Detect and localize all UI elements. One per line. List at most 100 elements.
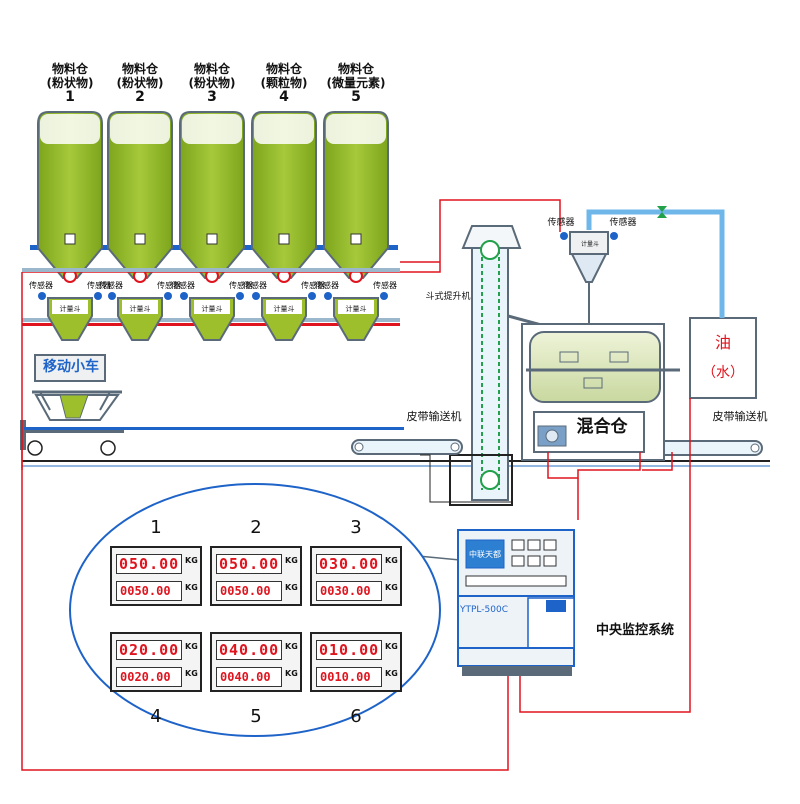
hopper-label-4: 计量斗 — [273, 305, 295, 313]
display-number-2: 2 — [250, 517, 262, 538]
sensor-label-3-1: 传感器 — [171, 281, 195, 290]
belt-conveyor-right — [651, 440, 763, 456]
set-weight-unit: KG — [285, 556, 298, 565]
actual-weight-value: 0030.00 — [316, 581, 382, 601]
mixer-label: 混合仓 — [576, 417, 628, 437]
silo-material-type: (粉状物) — [116, 76, 164, 90]
controller-logo: 中联天都 — [469, 550, 501, 559]
actual-weight-value: 0050.00 — [216, 581, 282, 601]
display-number-4: 4 — [150, 706, 162, 727]
bucket-elevator-label: 斗式提升机 — [425, 292, 471, 302]
sensor-label-4-1: 传感器 — [243, 281, 267, 290]
silo-material-type: (颗粒物) — [260, 76, 308, 90]
silo-number: 4 — [279, 89, 289, 105]
belt-conveyor-left-label: 皮带输送机 — [406, 410, 462, 423]
silo-3 — [179, 111, 245, 279]
silo-label-5: 物料仓(微量元素)5 — [321, 62, 391, 104]
hopper-label-1: 计量斗 — [59, 305, 81, 313]
silo-4 — [251, 111, 317, 279]
load-cell-1-1 — [38, 292, 46, 300]
actual-weight-value: 0020.00 — [116, 667, 182, 687]
silo-number: 1 — [65, 89, 75, 105]
oil-pipe — [586, 209, 725, 318]
silo-top-4 — [254, 114, 314, 144]
silo-number: 5 — [351, 89, 361, 105]
display-number-1: 1 — [150, 517, 162, 538]
actual-weight-unit: KG — [185, 583, 198, 592]
weight-display-3: 030.00 KG 0030.00 KG — [310, 546, 402, 606]
central-controller — [457, 529, 575, 676]
silo-valve-5 — [350, 233, 362, 245]
oil-tank-sub-label: （水） — [702, 365, 744, 381]
silo-material-type: (粉状物) — [46, 76, 94, 90]
weigh-hopper-window-1 — [52, 300, 88, 314]
silo-material-type: (粉状物) — [188, 76, 236, 90]
load-cell-5-1 — [324, 292, 332, 300]
silo-label-3: 物料仓(粉状物)3 — [177, 62, 247, 104]
weight-display-4: 020.00 KG 0020.00 KG — [110, 632, 202, 692]
set-weight-value: 020.00 — [116, 640, 182, 660]
silo-label-4: 物料仓(颗粒物)4 — [249, 62, 319, 104]
actual-weight-unit: KG — [285, 669, 298, 678]
silo-number: 3 — [207, 89, 217, 105]
load-cell-1-2 — [94, 292, 102, 300]
silo-label-1: 物料仓(粉状物)1 — [35, 62, 105, 104]
weigh-hopper-window-2 — [122, 300, 158, 314]
callout-connector — [417, 555, 461, 561]
sensor-label-2-2: 传感器 — [157, 281, 181, 290]
sensor-label-4-2: 传感器 — [301, 281, 325, 290]
signal-wiring — [21, 199, 691, 771]
belt-conveyor-right-label: 皮带输送机 — [712, 410, 768, 423]
actual-weight-unit: KG — [185, 669, 198, 678]
silo-name: 物料仓 — [337, 62, 374, 76]
hopper-label-5: 计量斗 — [345, 305, 367, 313]
sensor-label-5-1: 传感器 — [315, 281, 339, 290]
display-number-6: 6 — [350, 706, 362, 727]
silo-valve-3 — [206, 233, 218, 245]
silo-group — [30, 111, 398, 283]
actual-weight-value: 0010.00 — [316, 667, 382, 687]
load-cell-3-2 — [236, 292, 244, 300]
cart-track — [24, 427, 404, 430]
set-weight-unit: KG — [385, 642, 398, 651]
load-cell-2-1 — [108, 292, 116, 300]
oil-tank — [689, 317, 757, 399]
silo-name: 物料仓 — [265, 62, 302, 76]
actual-weight-value: 0040.00 — [216, 667, 282, 687]
sensor-label-2-1: 传感器 — [99, 281, 123, 290]
bucket-elevator — [449, 225, 546, 506]
silo-top-1 — [40, 114, 100, 144]
weight-display-5: 040.00 KG 0040.00 KG — [210, 632, 302, 692]
silo-material-type: (微量元素) — [326, 76, 386, 90]
sensor-label-5-2: 传感器 — [373, 281, 397, 290]
weigh-hopper-window-3 — [194, 300, 230, 314]
belt-conveyor-left — [351, 439, 463, 455]
mixer-sensor-right-label: 传感器 — [609, 218, 637, 228]
load-cell-4-1 — [252, 292, 260, 300]
mixer-unit — [521, 323, 680, 461]
display-number-3: 3 — [350, 517, 362, 538]
weight-display-1: 050.00 KG 0050.00 KG — [110, 546, 202, 606]
set-weight-unit: KG — [385, 556, 398, 565]
mixer-weigh-hopper — [560, 231, 618, 325]
set-weight-value: 040.00 — [216, 640, 282, 660]
control-system-label: 中央监控系统 — [595, 623, 674, 638]
actual-weight-value: 0050.00 — [116, 581, 182, 601]
set-weight-value: 030.00 — [316, 554, 382, 574]
silo-1 — [37, 111, 103, 279]
silo-name: 物料仓 — [51, 62, 88, 76]
moving-cart — [20, 354, 124, 456]
silo-top-5 — [326, 114, 386, 144]
silo-valve-2 — [134, 233, 146, 245]
silo-name: 物料仓 — [121, 62, 158, 76]
valve-icon — [657, 206, 667, 212]
weight-display-6: 010.00 KG 0010.00 KG — [310, 632, 402, 692]
cart-label: 移动小车 — [43, 359, 99, 375]
set-weight-unit: KG — [285, 642, 298, 651]
sensor-label-1-2: 传感器 — [87, 281, 111, 290]
silo-number: 2 — [135, 89, 145, 105]
platform-rail-top — [22, 268, 400, 272]
weight-display-2: 050.00 KG 0050.00 KG — [210, 546, 302, 606]
silo-label-2: 物料仓(粉状物)2 — [105, 62, 175, 104]
